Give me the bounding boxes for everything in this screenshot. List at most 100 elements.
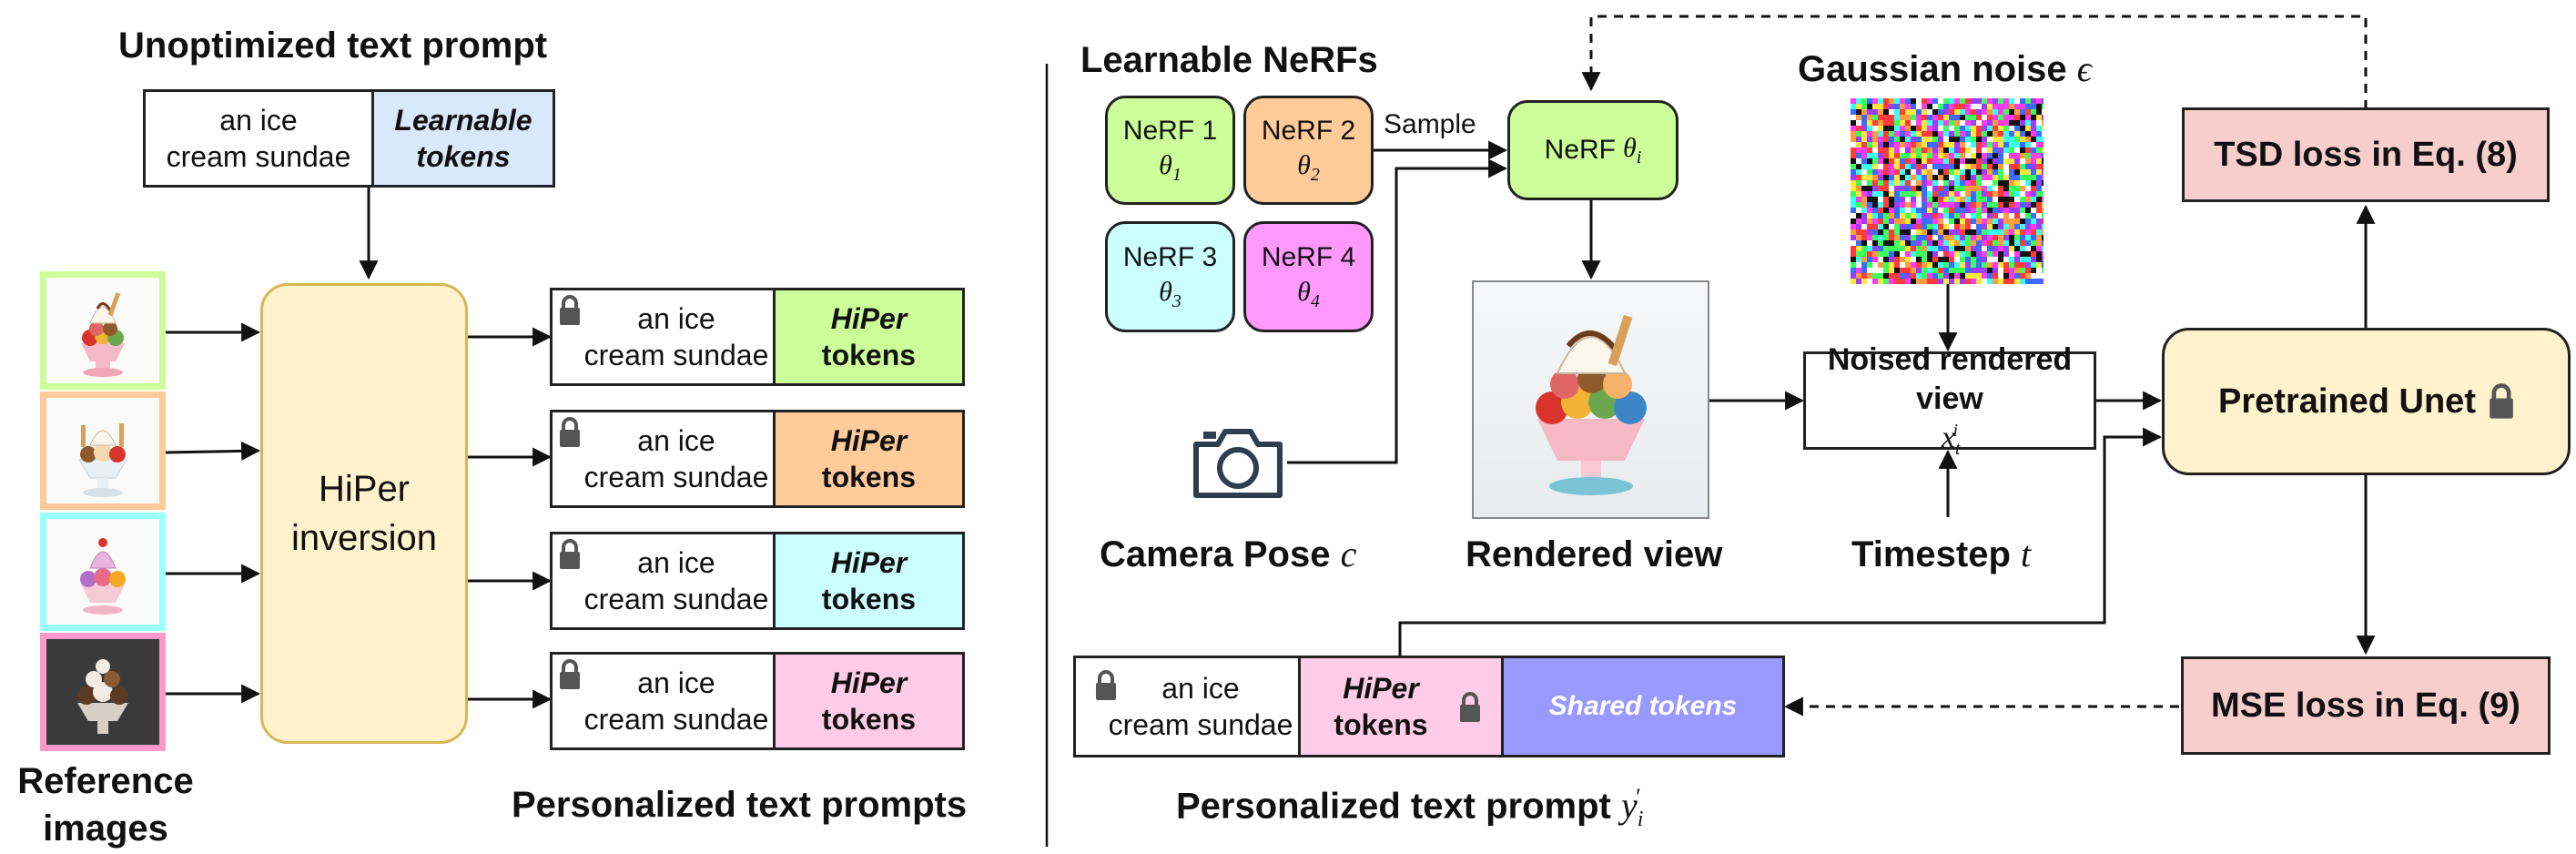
unet-text: Pretrained Unet — [2218, 381, 2476, 421]
mse-loss-text: MSE loss in Eq. (9) — [2211, 686, 2520, 725]
learnable-tokens-box: Learnable tokens — [371, 89, 555, 188]
prompt-line-2: cream sundae — [583, 703, 769, 736]
prompt-line-2: cream sundae — [583, 339, 769, 371]
mse-loss-box: MSE loss in Eq. (9) — [2181, 656, 2551, 755]
personalized-prompt-label: Personalized text prompt yi′ — [1176, 784, 1644, 832]
nerf-2-box: NeRF 2 θ2 — [1243, 96, 1374, 205]
unoptimized-prompt-text: an ice cream sundae — [143, 89, 374, 188]
personalized-prompt-row-2: an ice cream sundae HiPer tokens — [550, 410, 965, 508]
prompt-line-2: cream sundae — [166, 140, 351, 173]
sundae-image — [46, 639, 159, 745]
rendered-view-label: Rendered view — [1465, 534, 1723, 574]
nerf-param: θ2 — [1297, 149, 1320, 185]
tokens-line-2: tokens — [821, 461, 917, 493]
prompt-line-1: an ice — [637, 302, 715, 335]
tokens-line-2: tokens — [1334, 708, 1428, 741]
reference-line-2: images — [43, 808, 168, 849]
personalized-prompt-row-4: an ice cream sundae HiPer tokens — [550, 652, 965, 750]
gaussian-noise-image — [1851, 98, 2047, 284]
lock-icon — [1460, 692, 1480, 722]
personalized-prompts-label: Personalized text prompts — [512, 785, 968, 825]
tokens-line-1: HiPer — [1343, 672, 1419, 705]
lock-icon — [560, 417, 580, 447]
nerf-param: θ3 — [1159, 276, 1182, 311]
hiper-tokens-cell: HiPer tokens — [773, 288, 965, 386]
nerf-i-box: NeRF θi — [1507, 100, 1678, 200]
reference-line-1: Reference — [17, 761, 194, 801]
lock-icon — [2490, 383, 2513, 419]
reference-image-4 — [40, 633, 166, 751]
nerf-name: NeRF 3 — [1122, 242, 1218, 273]
learnable-line-2: tokens — [416, 140, 511, 173]
reference-image-1 — [40, 271, 166, 390]
sample-label: Sample — [1384, 109, 1476, 139]
prompt-text-cell: an ice cream sundae — [550, 532, 776, 630]
learnable-line-1: Learnable — [394, 104, 532, 137]
hiper-tokens-cell: HiPer tokens — [773, 652, 965, 750]
gaussian-noise-label: Gaussian noise ϵ — [1798, 48, 2092, 90]
prompt-line-1: an ice — [637, 424, 715, 457]
prompt-text-cell: an ice cream sundae — [550, 652, 776, 750]
tokens-line-2: tokens — [821, 583, 917, 615]
timestep-label: Timestep t — [1851, 534, 2032, 575]
nerf-name: NeRF 1 — [1122, 116, 1218, 147]
nerf-i-name: NeRF — [1544, 135, 1617, 166]
lock-icon — [560, 539, 580, 569]
nerf-3-box: NeRF 3 θ3 — [1105, 221, 1235, 332]
hiper-tokens-cell: HiPer tokens — [773, 532, 965, 630]
prompt-line-1: an ice — [1161, 672, 1240, 705]
shared-tokens-cell: Shared tokens — [1501, 656, 1785, 757]
prompt-text-cell: an ice cream sundae — [550, 288, 776, 386]
tokens-line-1: HiPer — [830, 424, 908, 457]
rendered-view-image — [1472, 280, 1709, 519]
camera-pose-label: Camera Pose c — [1100, 534, 1357, 575]
reference-images-label: Reference images — [0, 757, 211, 852]
prompt-line-2: cream sundae — [1108, 708, 1293, 741]
right-personalized-prompt: an ice cream sundae HiPer tokens Shared … — [1073, 656, 1785, 757]
pretrained-unet-box: Pretrained Unet — [2162, 328, 2571, 475]
tsd-loss-text: TSD loss in Eq. (8) — [2214, 135, 2518, 174]
reference-image-3 — [40, 513, 166, 631]
personalized-prompt-row-3: an ice cream sundae HiPer tokens — [550, 532, 965, 630]
learnable-nerfs-title: Learnable NeRFs — [1080, 40, 1378, 80]
nerf-param: θ1 — [1159, 149, 1182, 185]
nerf-name: NeRF 4 — [1261, 242, 1356, 273]
noised-line-2: view xti — [1916, 381, 1983, 459]
sundae-image — [1536, 314, 1647, 495]
sundae-image — [78, 423, 127, 497]
prompt-line-1: an ice — [219, 104, 298, 137]
unoptimized-prompt-title: Unoptimized text prompt — [118, 25, 548, 66]
noised-line-1: Noised rendered — [1827, 342, 2073, 378]
hiper-inversion-box: HiPer inversion — [260, 283, 468, 744]
arrow-prompt-to-unet — [1398, 427, 2163, 656]
prompt-line-1: an ice — [637, 666, 715, 699]
arrow-ref2-to-inversion — [165, 441, 261, 461]
nerf-param: θ4 — [1297, 276, 1320, 311]
tokens-line-2: tokens — [821, 339, 917, 371]
sundae-image — [81, 292, 125, 377]
lock-icon — [560, 659, 580, 689]
lock-icon — [1096, 670, 1116, 700]
tokens-line-1: HiPer — [830, 302, 908, 335]
nerf-name: NeRF 2 — [1261, 116, 1356, 147]
prompt-line-2: cream sundae — [583, 583, 769, 615]
reference-image-2 — [40, 391, 166, 510]
sundae-image — [80, 538, 126, 615]
nerf-i-param: θi — [1623, 133, 1642, 168]
inversion-line-1: HiPer — [318, 469, 411, 509]
prompt-line-2: cream sundae — [583, 461, 769, 493]
noised-rendered-view-box: Noised rendered view xti — [1803, 342, 2096, 459]
camera-icon — [1193, 429, 1283, 498]
prompt-text-cell: an ice cream sundae — [550, 410, 776, 508]
tsd-loss-box: TSD loss in Eq. (8) — [2182, 107, 2550, 202]
inversion-line-2: inversion — [290, 518, 438, 558]
shared-tokens-text: Shared tokens — [1548, 691, 1738, 722]
arrow-camera-to-nerf — [1287, 158, 1508, 464]
nerf-1-box: NeRF 1 θ1 — [1105, 96, 1235, 205]
gaussian-noise-image — [1851, 98, 2047, 284]
prompt-line-1: an ice — [637, 546, 715, 579]
tokens-line-1: HiPer — [830, 666, 908, 699]
dashed-tsd-to-nerf — [1581, 15, 2368, 109]
tokens-line-1: HiPer — [830, 546, 908, 579]
